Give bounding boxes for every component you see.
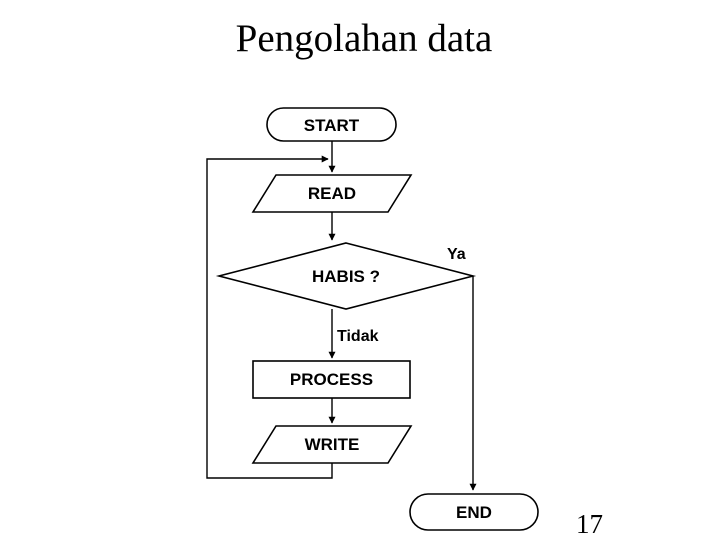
edge-write-loopback (206, 155, 333, 479)
node-process-shape[interactable] (252, 360, 411, 399)
page-title: Pengolahan data (235, 17, 493, 60)
node-habis-shape[interactable] (215, 242, 477, 310)
page-number: 17 (576, 509, 603, 539)
node-end-shape[interactable] (409, 493, 539, 531)
node-start-shape[interactable] (266, 107, 397, 142)
edge-label-ya: Ya (447, 246, 466, 263)
edge-label-tidak: Tidak (337, 328, 379, 345)
node-write-shape[interactable] (251, 425, 413, 464)
node-read-shape[interactable] (251, 174, 413, 213)
